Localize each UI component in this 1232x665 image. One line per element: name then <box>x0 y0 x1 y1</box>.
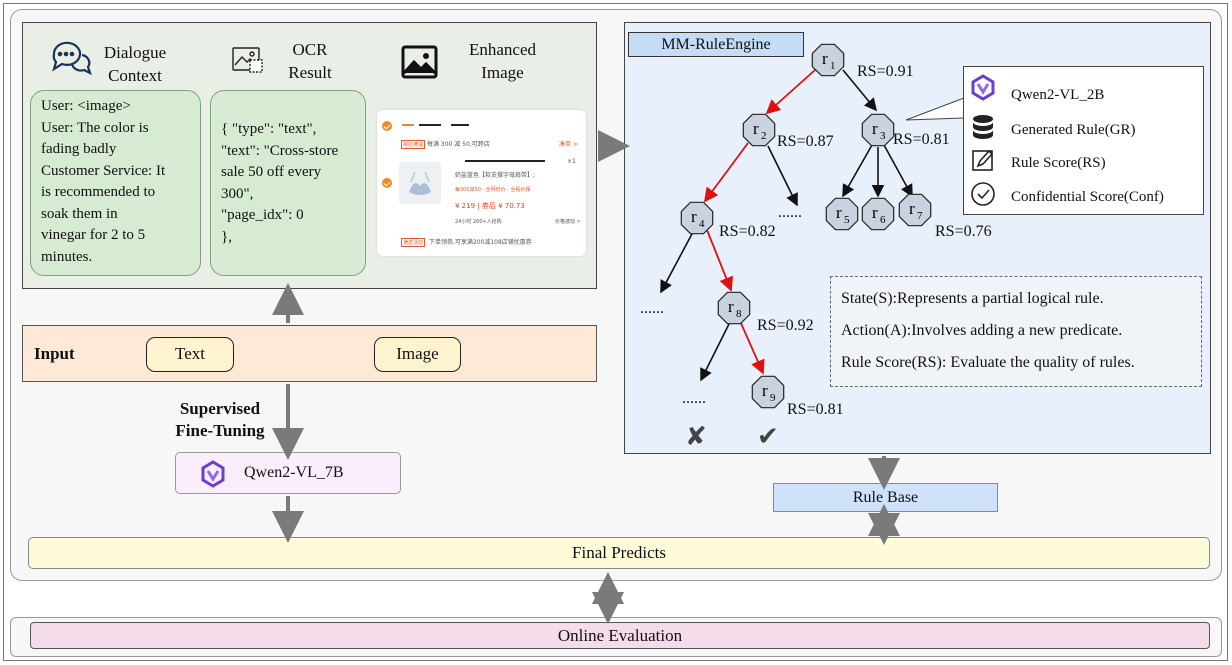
promo-text: 每满 300 减 50,可跨店 <box>427 141 490 148</box>
check-icon <box>382 178 392 188</box>
score-r4: RS=0.82 <box>719 223 776 240</box>
enhanced-image: 跨店满减 每满 300 减 50,可跨店 凑单 > ×1 奶盐蓝色【软支撑字母肩… <box>377 110 586 256</box>
image-header: Enhanced Image <box>468 40 537 82</box>
database-icon <box>973 115 993 139</box>
score-r9: RS=0.81 <box>787 401 844 418</box>
legend-generated-rule: Generated Rule(GR) <box>1011 122 1136 138</box>
edit-icon <box>972 149 994 171</box>
input-panel <box>22 325 597 382</box>
input-label: Input <box>34 344 75 363</box>
bottom-text: 下单领券,可享满200减108店铺优惠券 <box>429 239 532 246</box>
rule-score-line: Rule Score(RS): Evaluate the quality of … <box>841 354 1135 371</box>
state-action-box: State(S):Represents a partial logical ru… <box>830 276 1202 387</box>
final-predicts-box: Final Predicts <box>28 537 1210 569</box>
ellipsis-r2: ...... <box>778 204 802 221</box>
score-r1: RS=0.91 <box>857 63 914 80</box>
state-line: State(S):Represents a partial logical ru… <box>841 290 1104 307</box>
ocr-header: OCR Result <box>288 40 332 82</box>
legend-rule-score: Rule Score(RS) <box>1011 155 1106 171</box>
dialogue-header: Dialogue Context <box>103 43 167 85</box>
ocr-bubble: { "type": "text", "text": "Cross-store s… <box>210 90 366 276</box>
product-name: 奶盐蓝色【软支撑字母肩带】; <box>455 172 536 179</box>
discount-line: 每300减50 · 全网低价 · 全程价保 <box>455 187 531 193</box>
coupon-link[interactable]: 凑单 > <box>559 141 578 148</box>
check-circle-icon <box>971 182 995 206</box>
product-thumbnail <box>399 162 441 204</box>
qwen7-box: Qwen2-VL_7B <box>175 452 401 494</box>
image-pill: Image <box>374 337 461 372</box>
qwen7-label: Qwen2-VL_7B <box>244 464 344 481</box>
qwen-logo-icon <box>971 74 995 101</box>
quantity: ×1 <box>567 158 576 165</box>
pass-mark-icon: ✔ <box>757 422 779 452</box>
mm-ruleengine-title: MM-RuleEngine <box>628 32 804 57</box>
score-r8: RS=0.92 <box>757 317 814 334</box>
sft-label: Supervised Fine-Tuning <box>175 399 265 440</box>
rule-base-box: Rule Base <box>773 483 998 512</box>
promo-tag: 跨店满减 <box>401 140 426 149</box>
action-line: Action(A):Involves adding a new predicat… <box>841 322 1123 339</box>
legend-confidential-score: Confidential Score(Conf) <box>1011 189 1164 205</box>
buyers: 24小时 200+人抢购 <box>455 219 502 225</box>
score-r3: RS=0.81 <box>893 131 950 148</box>
online-evaluation-box: Online Evaluation <box>30 622 1210 649</box>
legend-box: Qwen2-VL_2B Generated Rule(GR) Rule Scor… <box>963 66 1204 215</box>
dialogue-bubble: User: <image> User: The color is fading … <box>30 90 201 276</box>
bottom-tag: 满返活动 <box>401 238 426 247</box>
fail-mark-icon: ✘ <box>685 422 707 452</box>
text-pill: Text <box>146 337 234 372</box>
score-r7: RS=0.76 <box>935 223 992 240</box>
ellipsis-r8: ...... <box>682 390 706 407</box>
legend-qwen2b: Qwen2-VL_2B <box>1011 87 1105 103</box>
price-trend-link[interactable]: 价格波动 > <box>555 219 581 225</box>
price: ¥ 219 | 券后 ¥ 70.73 <box>455 202 525 210</box>
ellipsis-r4: ...... <box>640 300 664 317</box>
score-r2: RS=0.87 <box>777 133 834 150</box>
qwen-logo-icon <box>201 460 225 488</box>
check-icon <box>382 121 392 131</box>
